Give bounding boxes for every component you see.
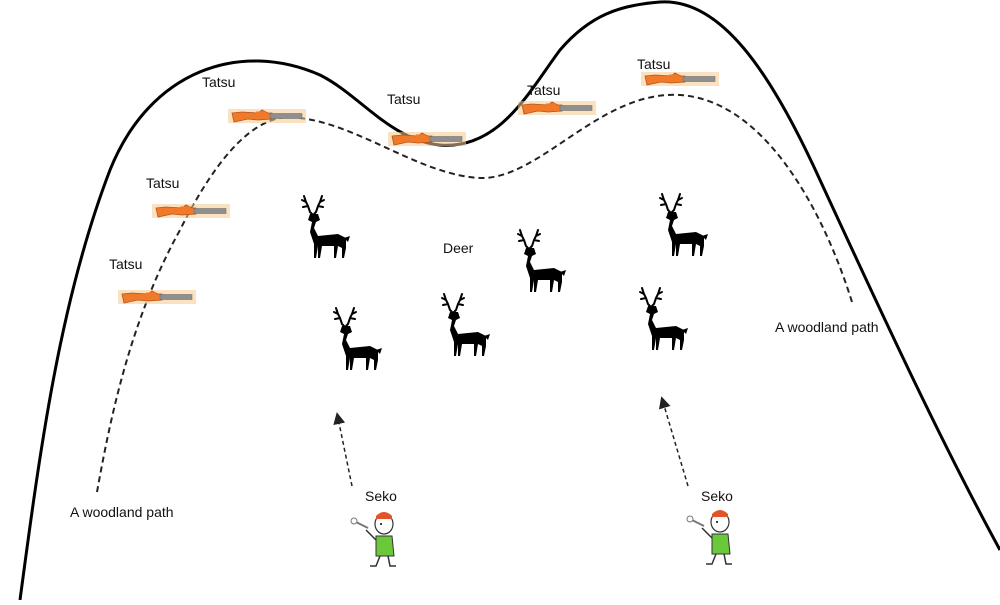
woodland-path-label: A woodland path: [70, 504, 174, 520]
tatsu-label: Tatsu: [527, 82, 561, 98]
rifle-icon: [151, 203, 231, 219]
beater-direction-arrow: [333, 412, 353, 487]
deer-silhouette-icon: [639, 287, 689, 351]
woodland-path-label: A woodland path: [775, 319, 879, 335]
deer-silhouette-icon: [517, 229, 567, 293]
deer-label: Deer: [443, 240, 474, 256]
rifle-icon: [517, 100, 597, 116]
seko-label: Seko: [365, 488, 397, 504]
deer-silhouette-icon: [333, 307, 383, 371]
tatsu-label: Tatsu: [387, 91, 421, 107]
rifle-icon: [227, 108, 307, 124]
rifle-icon: [117, 289, 197, 305]
deer-silhouette-icon: [441, 293, 491, 357]
tatsu-label: Tatsu: [202, 74, 236, 90]
beater-direction-arrow: [658, 396, 689, 487]
deer-silhouette-icon: [659, 193, 709, 257]
woodland-path-dashed: [96, 93, 853, 493]
mountain-ridge-line: [18, 0, 1000, 601]
deer-silhouette-icon: [301, 195, 351, 259]
seko-label: Seko: [701, 488, 733, 504]
rifle-icon: [387, 131, 467, 147]
beater-person-icon: [686, 509, 733, 565]
rifle-icon: [640, 71, 720, 87]
tatsu-label: Tatsu: [109, 256, 143, 272]
tatsu-label: Tatsu: [637, 56, 671, 72]
tatsu-label: Tatsu: [146, 175, 180, 191]
beater-person-icon: [350, 511, 397, 567]
